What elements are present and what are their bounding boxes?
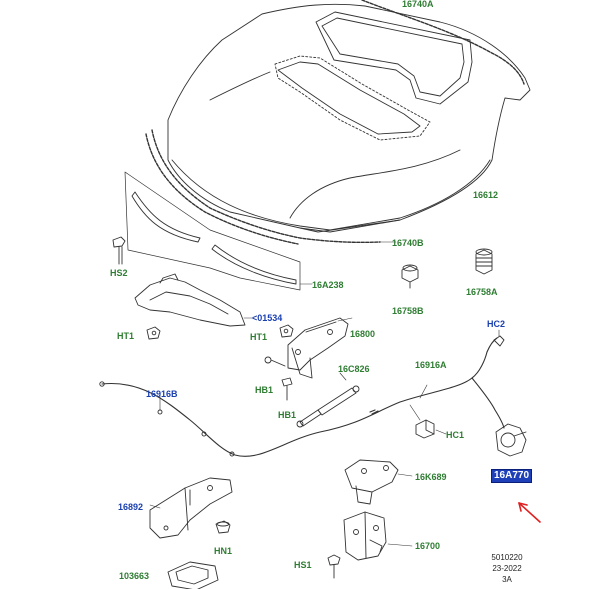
striker-16K689	[344, 459, 399, 505]
seal-16740B	[145, 129, 381, 245]
reference-date: 23-2022	[492, 564, 522, 573]
bonnet-inner-frame	[274, 55, 431, 141]
label-16612: 16612	[473, 190, 499, 200]
label-16800: 16800	[350, 329, 376, 339]
cable-end-16916B	[99, 381, 105, 387]
gas-strut-16C826	[296, 385, 360, 428]
seal-16740A	[361, 0, 525, 85]
label-16758A: 16758A	[466, 287, 498, 297]
label-16K689: 16K689	[415, 472, 447, 482]
label-HB1-lower: HB1	[278, 410, 297, 420]
label-16758B: 16758B	[392, 306, 424, 316]
bolt-HS2	[112, 236, 126, 265]
bolt-HB1-upper	[264, 356, 286, 367]
bracket-01534	[134, 273, 246, 327]
clip-HC1	[415, 419, 435, 439]
label-16A770-highlighted[interactable]: 16A770	[491, 469, 533, 483]
bolt-HB1-lower	[281, 377, 293, 401]
latch-16700	[343, 511, 387, 561]
label-01534: <01534	[252, 313, 282, 323]
hinge-16800	[287, 317, 349, 379]
bump-stop-16758B	[401, 264, 419, 289]
label-HN1: HN1	[214, 546, 233, 556]
nut-HN1	[215, 520, 231, 534]
label-16916B: 16916B	[146, 389, 178, 399]
label-HT1-right: HT1	[250, 332, 268, 342]
label-01534-text: 01534	[257, 313, 283, 323]
pointer-arrow	[518, 502, 541, 523]
label-HC2: HC2	[487, 319, 506, 329]
bonnet-panel	[167, 3, 531, 233]
label-01534-arrow: <	[252, 313, 258, 323]
label-HC1: HC1	[446, 430, 465, 440]
bracket-16892	[149, 477, 233, 539]
nut-HT1-left	[146, 326, 161, 340]
release-cable-16916	[101, 337, 505, 457]
label-16740A: 16740A	[402, 0, 434, 9]
cable-clips	[157, 409, 235, 457]
label-16A238: 16A238	[312, 280, 344, 290]
label-103663: 103663	[119, 571, 150, 581]
label-16740B: 16740B	[392, 238, 424, 248]
release-handle-16A770	[495, 423, 527, 457]
reference-revision: 3A	[502, 575, 512, 584]
label-HS1: HS1	[294, 560, 312, 570]
label-16916A: 16916A	[415, 360, 447, 370]
label-16700: 16700	[415, 541, 441, 551]
label-16C826: 16C826	[338, 364, 370, 374]
label-16892: 16892	[118, 502, 144, 512]
clip-HC2	[493, 335, 505, 347]
screw-HS1	[327, 554, 341, 579]
bracket-103663	[167, 561, 219, 589]
reference-number: 5010220	[491, 553, 523, 562]
nut-HT1-right	[279, 324, 294, 338]
trim-16A238	[124, 171, 301, 291]
label-HS2: HS2	[110, 268, 128, 278]
bonnet-vent-opening	[315, 11, 473, 105]
label-HT1-left: HT1	[117, 331, 135, 341]
bump-stop-16758A	[475, 248, 493, 275]
drawing-reference: 5010220 23-2022 3A	[486, 552, 528, 585]
label-HB1-upper: HB1	[255, 385, 274, 395]
